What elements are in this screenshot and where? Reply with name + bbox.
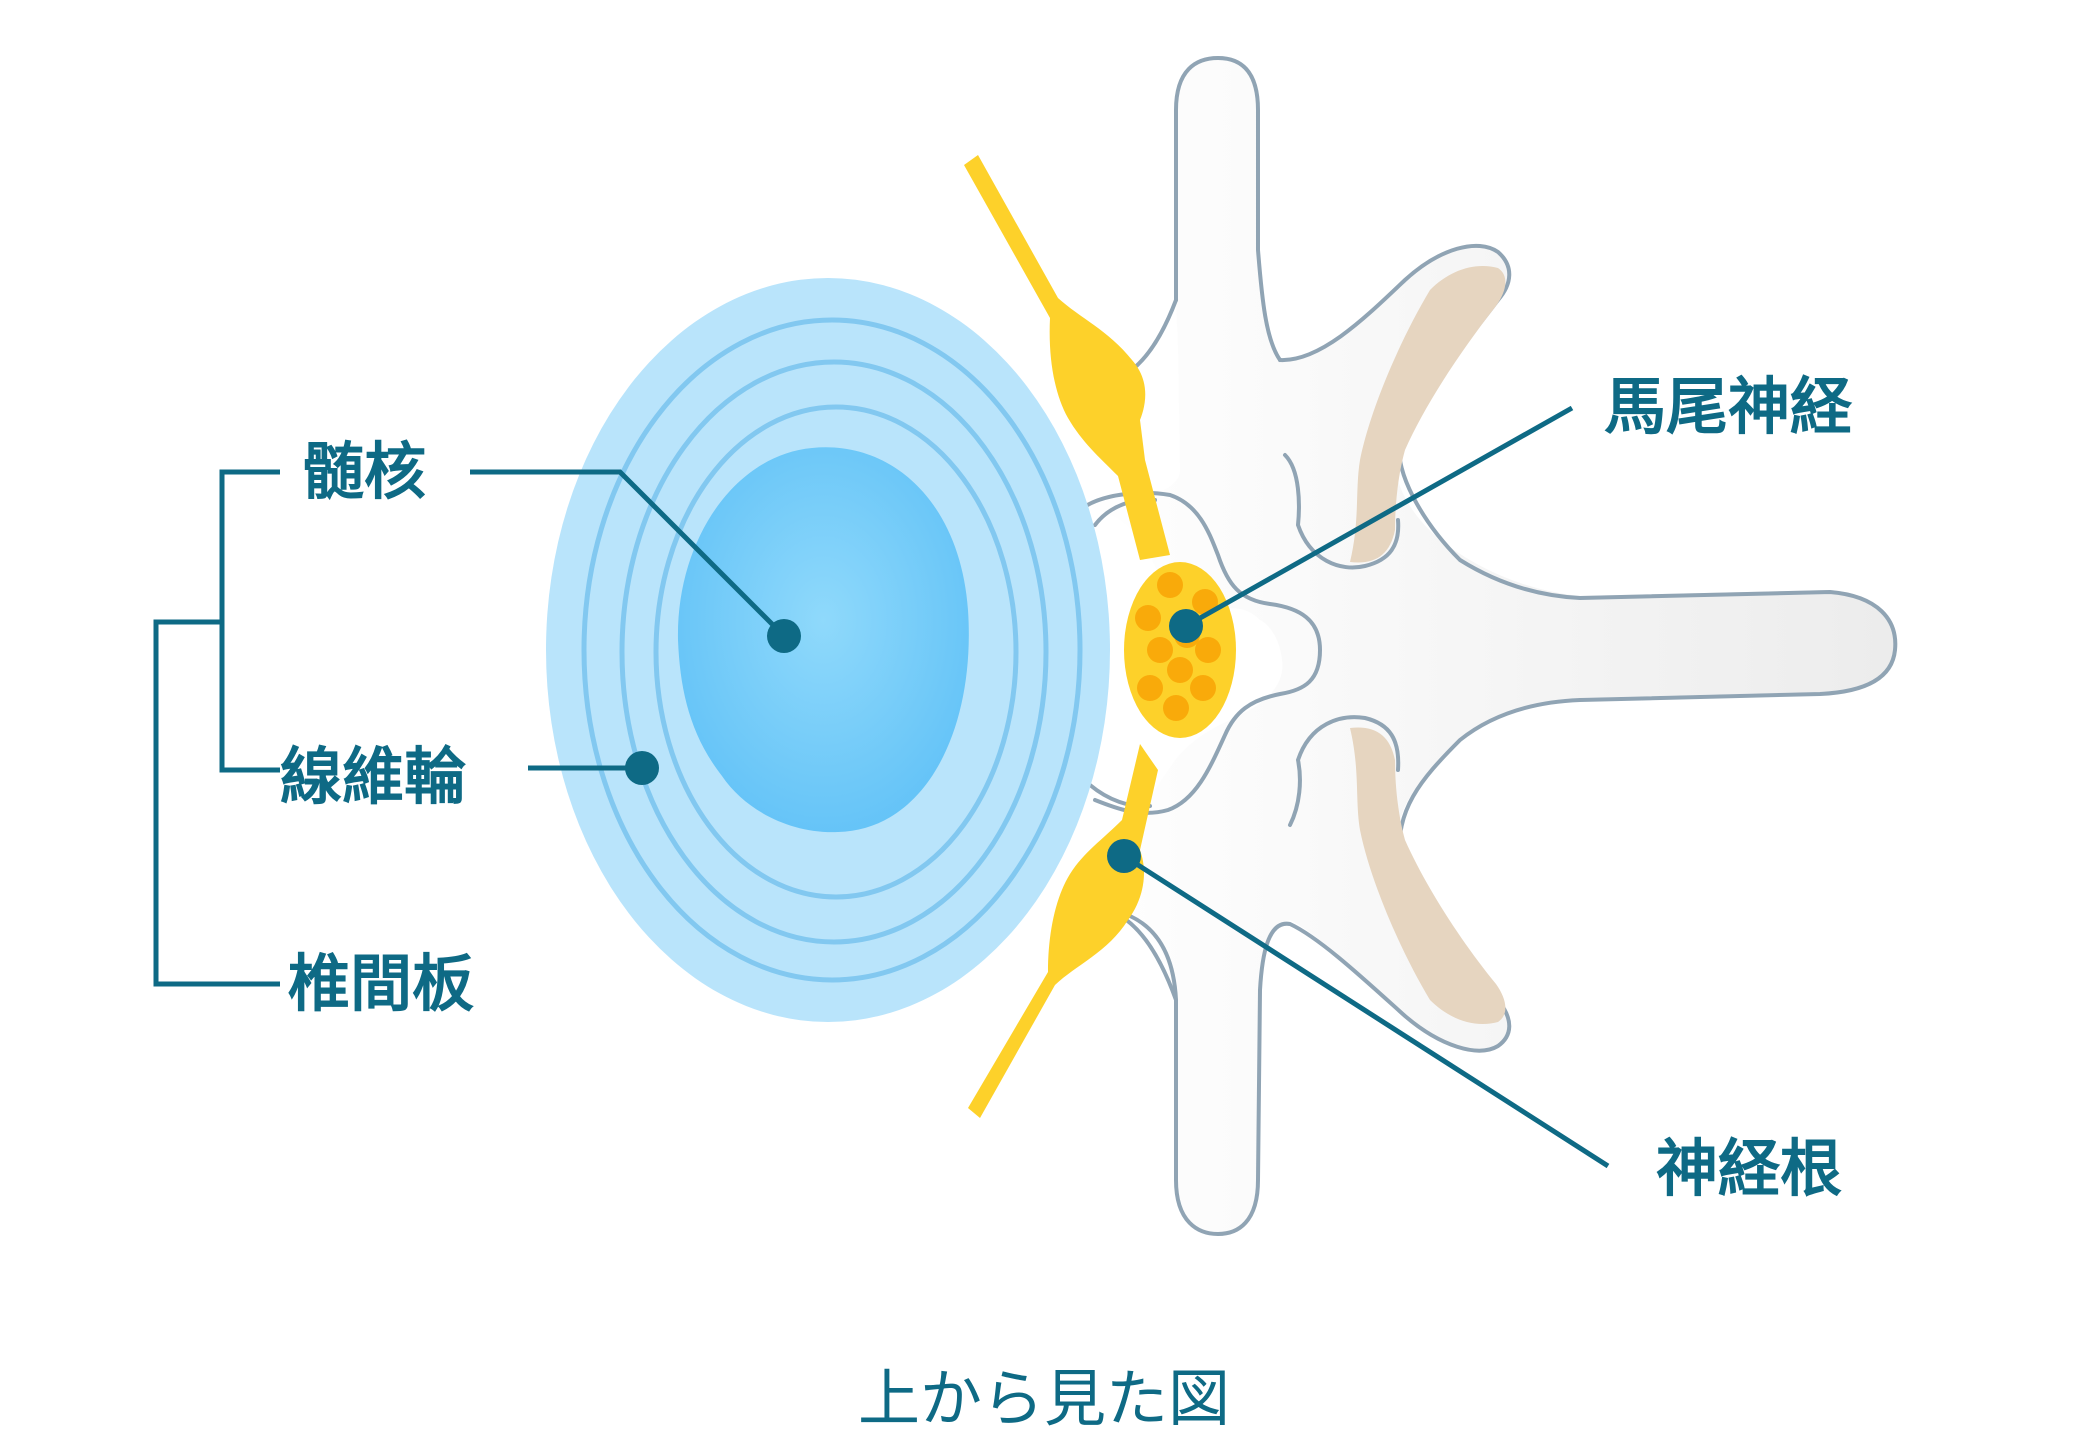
facet-joint-lower — [1350, 727, 1506, 1024]
spinous-process-upper-outline — [1174, 55, 1282, 362]
transverse-upper-outline — [1278, 243, 1898, 862]
nucleus-leader — [470, 469, 786, 638]
nerve-lower-branch — [968, 744, 1158, 1118]
caption-top-view: 上から見た図 — [858, 1362, 1230, 1435]
intervertebral-disc — [546, 278, 1110, 1022]
annulus-ring-1 — [581, 317, 1083, 983]
label-annulus-fibrosus: 線維輪 — [280, 740, 466, 813]
nucleus-pulposus-shape — [677, 447, 969, 833]
label-intervertebral-disc: 椎間板 — [288, 947, 474, 1020]
nerves — [964, 155, 1236, 1118]
leader-markers — [625, 609, 1203, 873]
transverse-lower-outline — [1073, 858, 1512, 1237]
nerve-root-leader — [1122, 853, 1610, 1169]
annulus-ring-2 — [619, 359, 1049, 945]
nerve-root-marker — [1107, 839, 1141, 873]
label-nucleus-pulposus: 髄核 — [302, 435, 426, 508]
label-cauda-equina: 馬尾神経 — [1604, 370, 1853, 443]
label-nerve-root: 神経根 — [1656, 1132, 1842, 1205]
vertebra-upper-process — [1070, 56, 1896, 1234]
lamina-lower-line — [1288, 715, 1401, 827]
spinal-canal-outline — [1078, 491, 1323, 815]
cauda-equina-leader — [1184, 405, 1574, 629]
disc-bracket-main — [153, 619, 280, 987]
facet-joint-upper — [1350, 266, 1506, 563]
nucleus-marker — [767, 619, 801, 653]
lamina-upper-line — [1283, 453, 1401, 570]
vertebra — [1063, 55, 1898, 1237]
nerve-upper-branch — [964, 155, 1170, 560]
disc-bracket — [219, 469, 280, 773]
cauda-equina-marker — [1169, 609, 1203, 643]
annulus-ring-3 — [653, 404, 1019, 900]
annulus-marker — [625, 751, 659, 785]
leader-lines — [153, 405, 1610, 1169]
